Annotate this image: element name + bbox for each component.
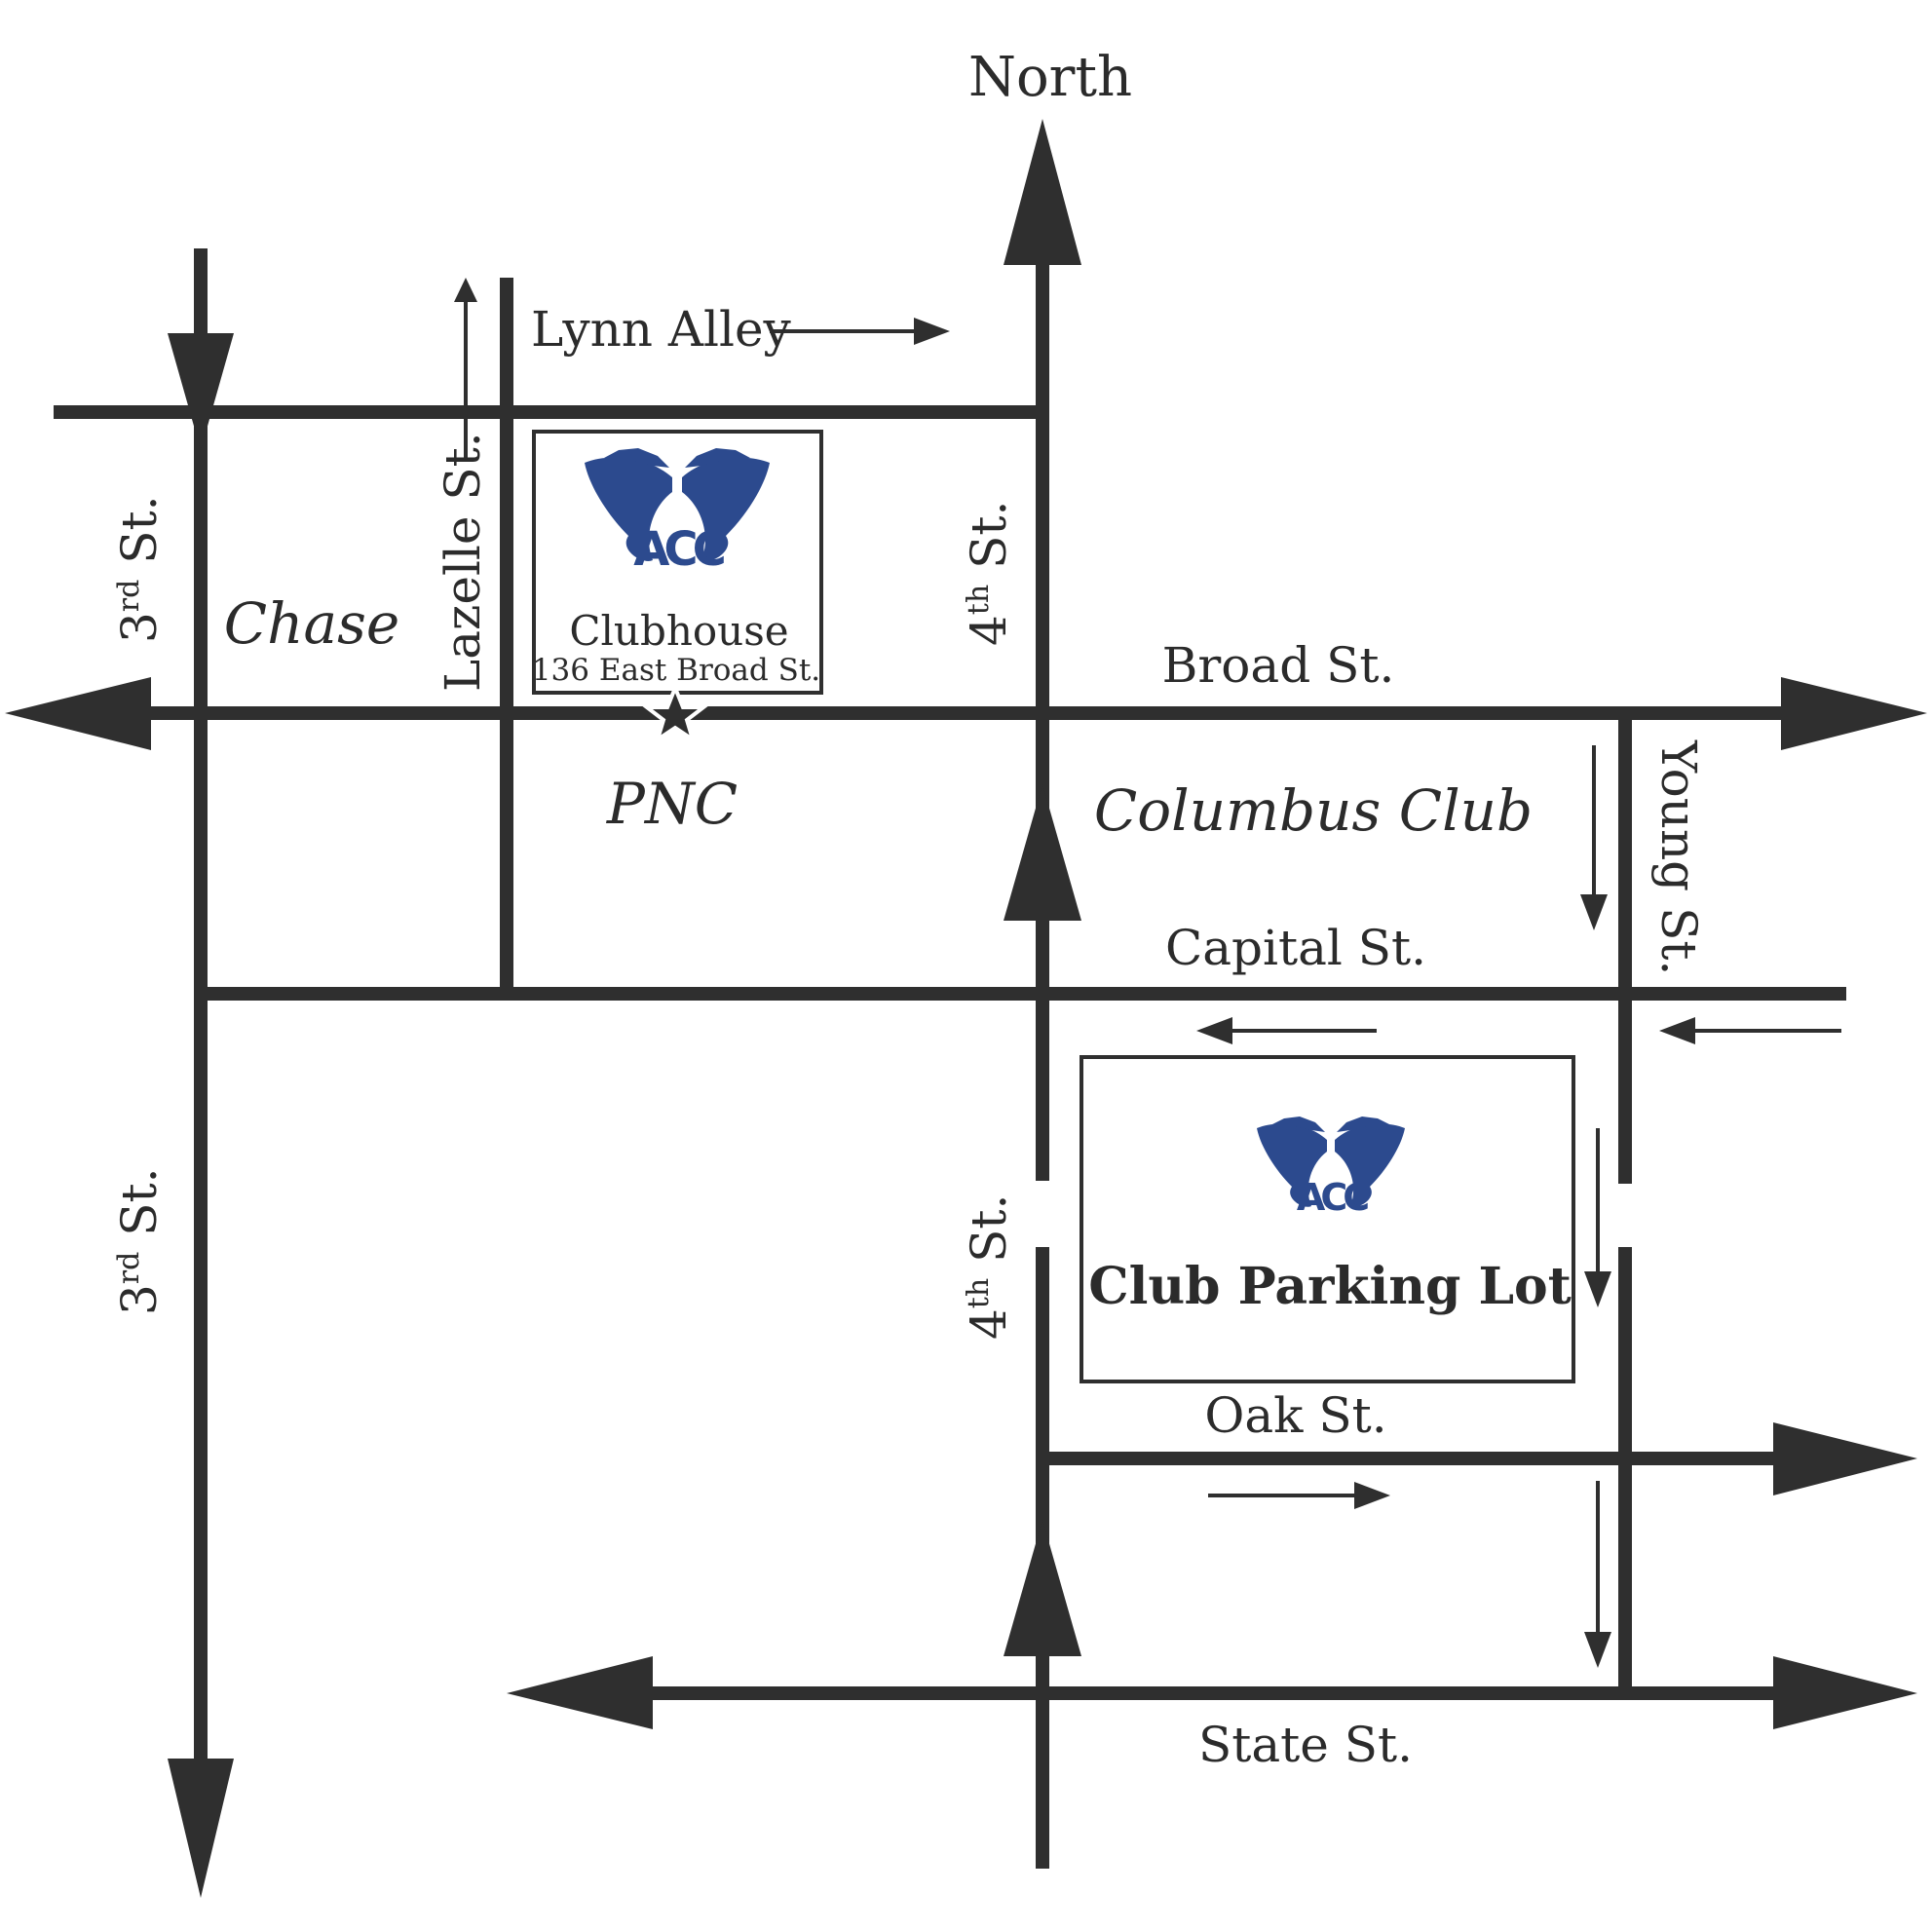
parking-logo-letters: ACC bbox=[1297, 1176, 1368, 1219]
clubhouse-name: Clubhouse bbox=[569, 607, 788, 655]
third-street-lower-label: 3rd St. bbox=[111, 1168, 168, 1316]
oak-street-label: Oak St. bbox=[1204, 1387, 1386, 1444]
lynn-alley-label: Lynn Alley bbox=[531, 301, 792, 358]
third-street-arrow-top bbox=[168, 333, 234, 450]
svg-text:3rd St.: 3rd St. bbox=[111, 496, 168, 644]
parking-lot-name: Club Parking Lot bbox=[1088, 1257, 1572, 1316]
svg-text:4th St.: 4th St. bbox=[961, 501, 1017, 646]
fourth-street-lower-label: 4th St. bbox=[961, 1194, 1017, 1340]
north-arrow bbox=[1004, 119, 1081, 265]
lazelle-oneway-arrow bbox=[454, 278, 477, 302]
state-street-arrow-left bbox=[507, 1656, 653, 1729]
svg-text:4th St.: 4th St. bbox=[961, 1194, 1017, 1340]
young-oneway-arrow-3 bbox=[1584, 1632, 1611, 1668]
young-oneway-arrow-2 bbox=[1584, 1271, 1611, 1307]
capital-oneway-arrow-1 bbox=[1196, 1017, 1232, 1044]
clubhouse-box: ACC Clubhouse 136 East Broad St. bbox=[532, 430, 823, 695]
third-street-arrow-bottom bbox=[168, 1759, 234, 1898]
third-street-upper-label: 3rd St. bbox=[111, 496, 168, 644]
columbus-club-label: Columbus Club bbox=[1094, 777, 1533, 844]
lynn-alley-oneway-arrow bbox=[914, 318, 950, 345]
broad-street-arrow-left bbox=[5, 677, 151, 750]
oak-street-arrow bbox=[1773, 1422, 1917, 1495]
broad-street-arrow-right bbox=[1781, 677, 1927, 750]
lazelle-street-label: Lazelle St. bbox=[435, 432, 491, 692]
young-street-label: Young St. bbox=[1650, 739, 1707, 975]
broad-street-label: Broad St. bbox=[1162, 637, 1395, 694]
state-street-arrow-right bbox=[1773, 1656, 1917, 1729]
fourth-street-upper-arrow bbox=[1004, 784, 1081, 921]
state-street-label: State St. bbox=[1198, 1717, 1413, 1773]
pnc-label: PNC bbox=[606, 771, 738, 837]
capital-oneway-arrow-2 bbox=[1659, 1017, 1695, 1044]
fourth-street-upper-label: 4th St. bbox=[961, 501, 1017, 646]
clubhouse-logo-letters: ACC bbox=[633, 522, 724, 577]
svg-text:3rd St.: 3rd St. bbox=[111, 1168, 168, 1316]
young-oneway-arrow-1 bbox=[1580, 894, 1608, 930]
clubhouse-star-icon bbox=[641, 682, 709, 744]
capital-street-label: Capital St. bbox=[1165, 920, 1426, 976]
fourth-street-lower-arrow bbox=[1004, 1520, 1081, 1656]
one-way-arrows bbox=[454, 278, 1841, 1668]
roads bbox=[5, 119, 1927, 1898]
clubhouse-address: 136 East Broad St. bbox=[532, 653, 820, 688]
parking-lot-box: ACC Club Parking Lot bbox=[1080, 1055, 1575, 1383]
oak-oneway-arrow bbox=[1354, 1482, 1390, 1509]
clubhouse-logo: ACC bbox=[585, 448, 770, 577]
parking-logo: ACC bbox=[1257, 1116, 1405, 1219]
chase-label: Chase bbox=[224, 590, 399, 657]
north-label: North bbox=[968, 46, 1132, 109]
